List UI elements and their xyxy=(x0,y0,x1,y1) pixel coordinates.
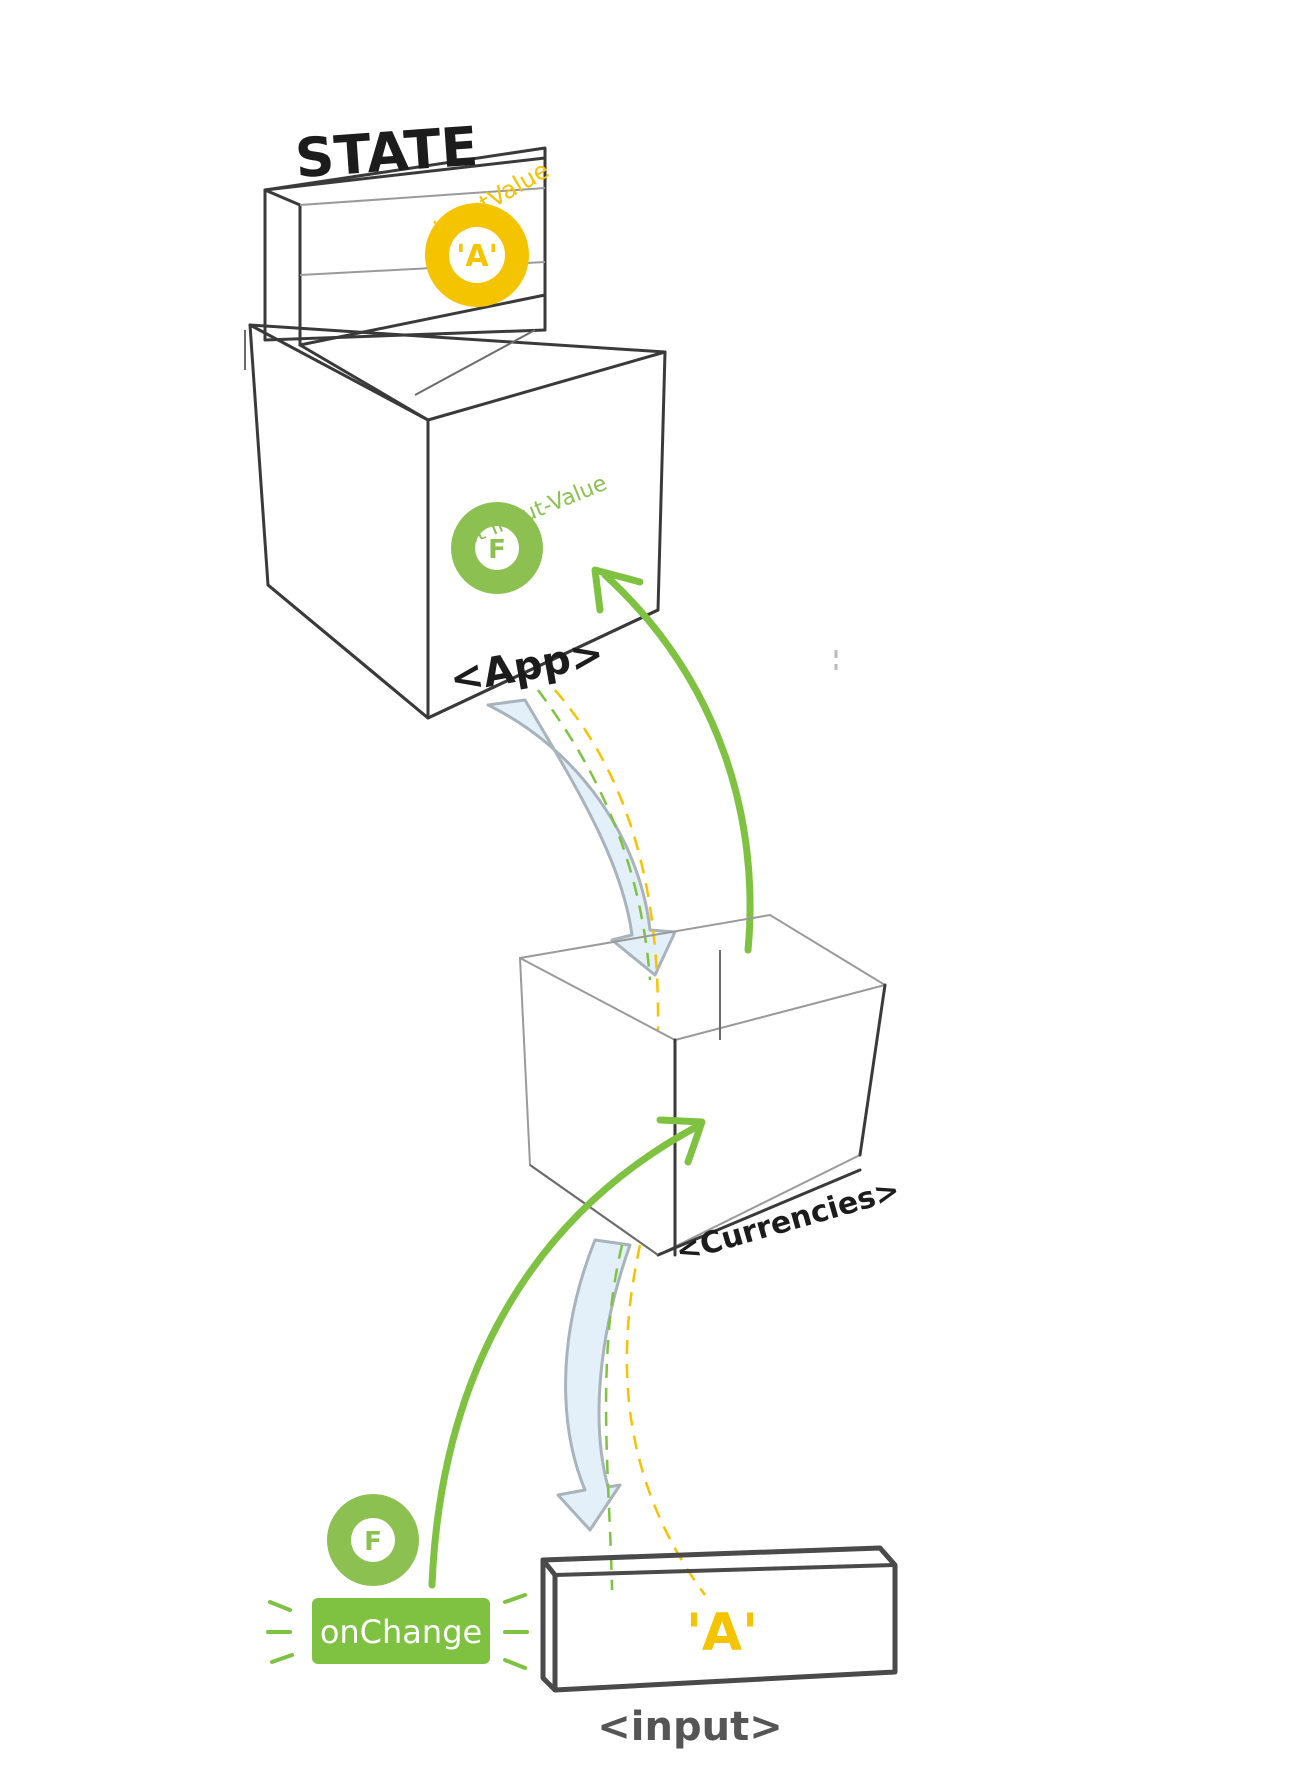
currencies-to-input-band xyxy=(556,1238,632,1532)
set-input-value-badge: F set Input-Value xyxy=(448,471,611,594)
state-box xyxy=(263,146,547,347)
app-cube xyxy=(244,323,667,720)
input-value-display: 'A' xyxy=(686,1603,758,1663)
state-value-token: 'A' xyxy=(456,239,498,274)
prop-yellow-dash-2 xyxy=(625,1244,707,1596)
on-change-function-badge: F xyxy=(327,1494,419,1586)
app-to-currencies-band xyxy=(486,698,677,977)
state-title: STATE xyxy=(293,115,480,191)
on-change-label: onChange xyxy=(320,1613,482,1651)
currencies-cube xyxy=(518,913,887,1257)
input-box: 'A' xyxy=(540,1545,898,1693)
callback-arrow-from-input xyxy=(428,1121,704,1589)
prop-green-dash-2 xyxy=(604,1244,624,1591)
set-function-letter: F xyxy=(488,535,506,565)
on-change-function-letter: F xyxy=(364,1527,382,1557)
prop-green-dash-1 xyxy=(536,689,652,981)
input-label: <input> xyxy=(597,1704,782,1750)
callback-arrow-up xyxy=(601,571,754,954)
on-change-tag: onChange xyxy=(266,1593,529,1670)
prop-yellow-dash-1 xyxy=(554,689,660,1031)
currencies-label: <Currencies> xyxy=(672,1173,904,1270)
app-label: <App> xyxy=(446,631,607,703)
